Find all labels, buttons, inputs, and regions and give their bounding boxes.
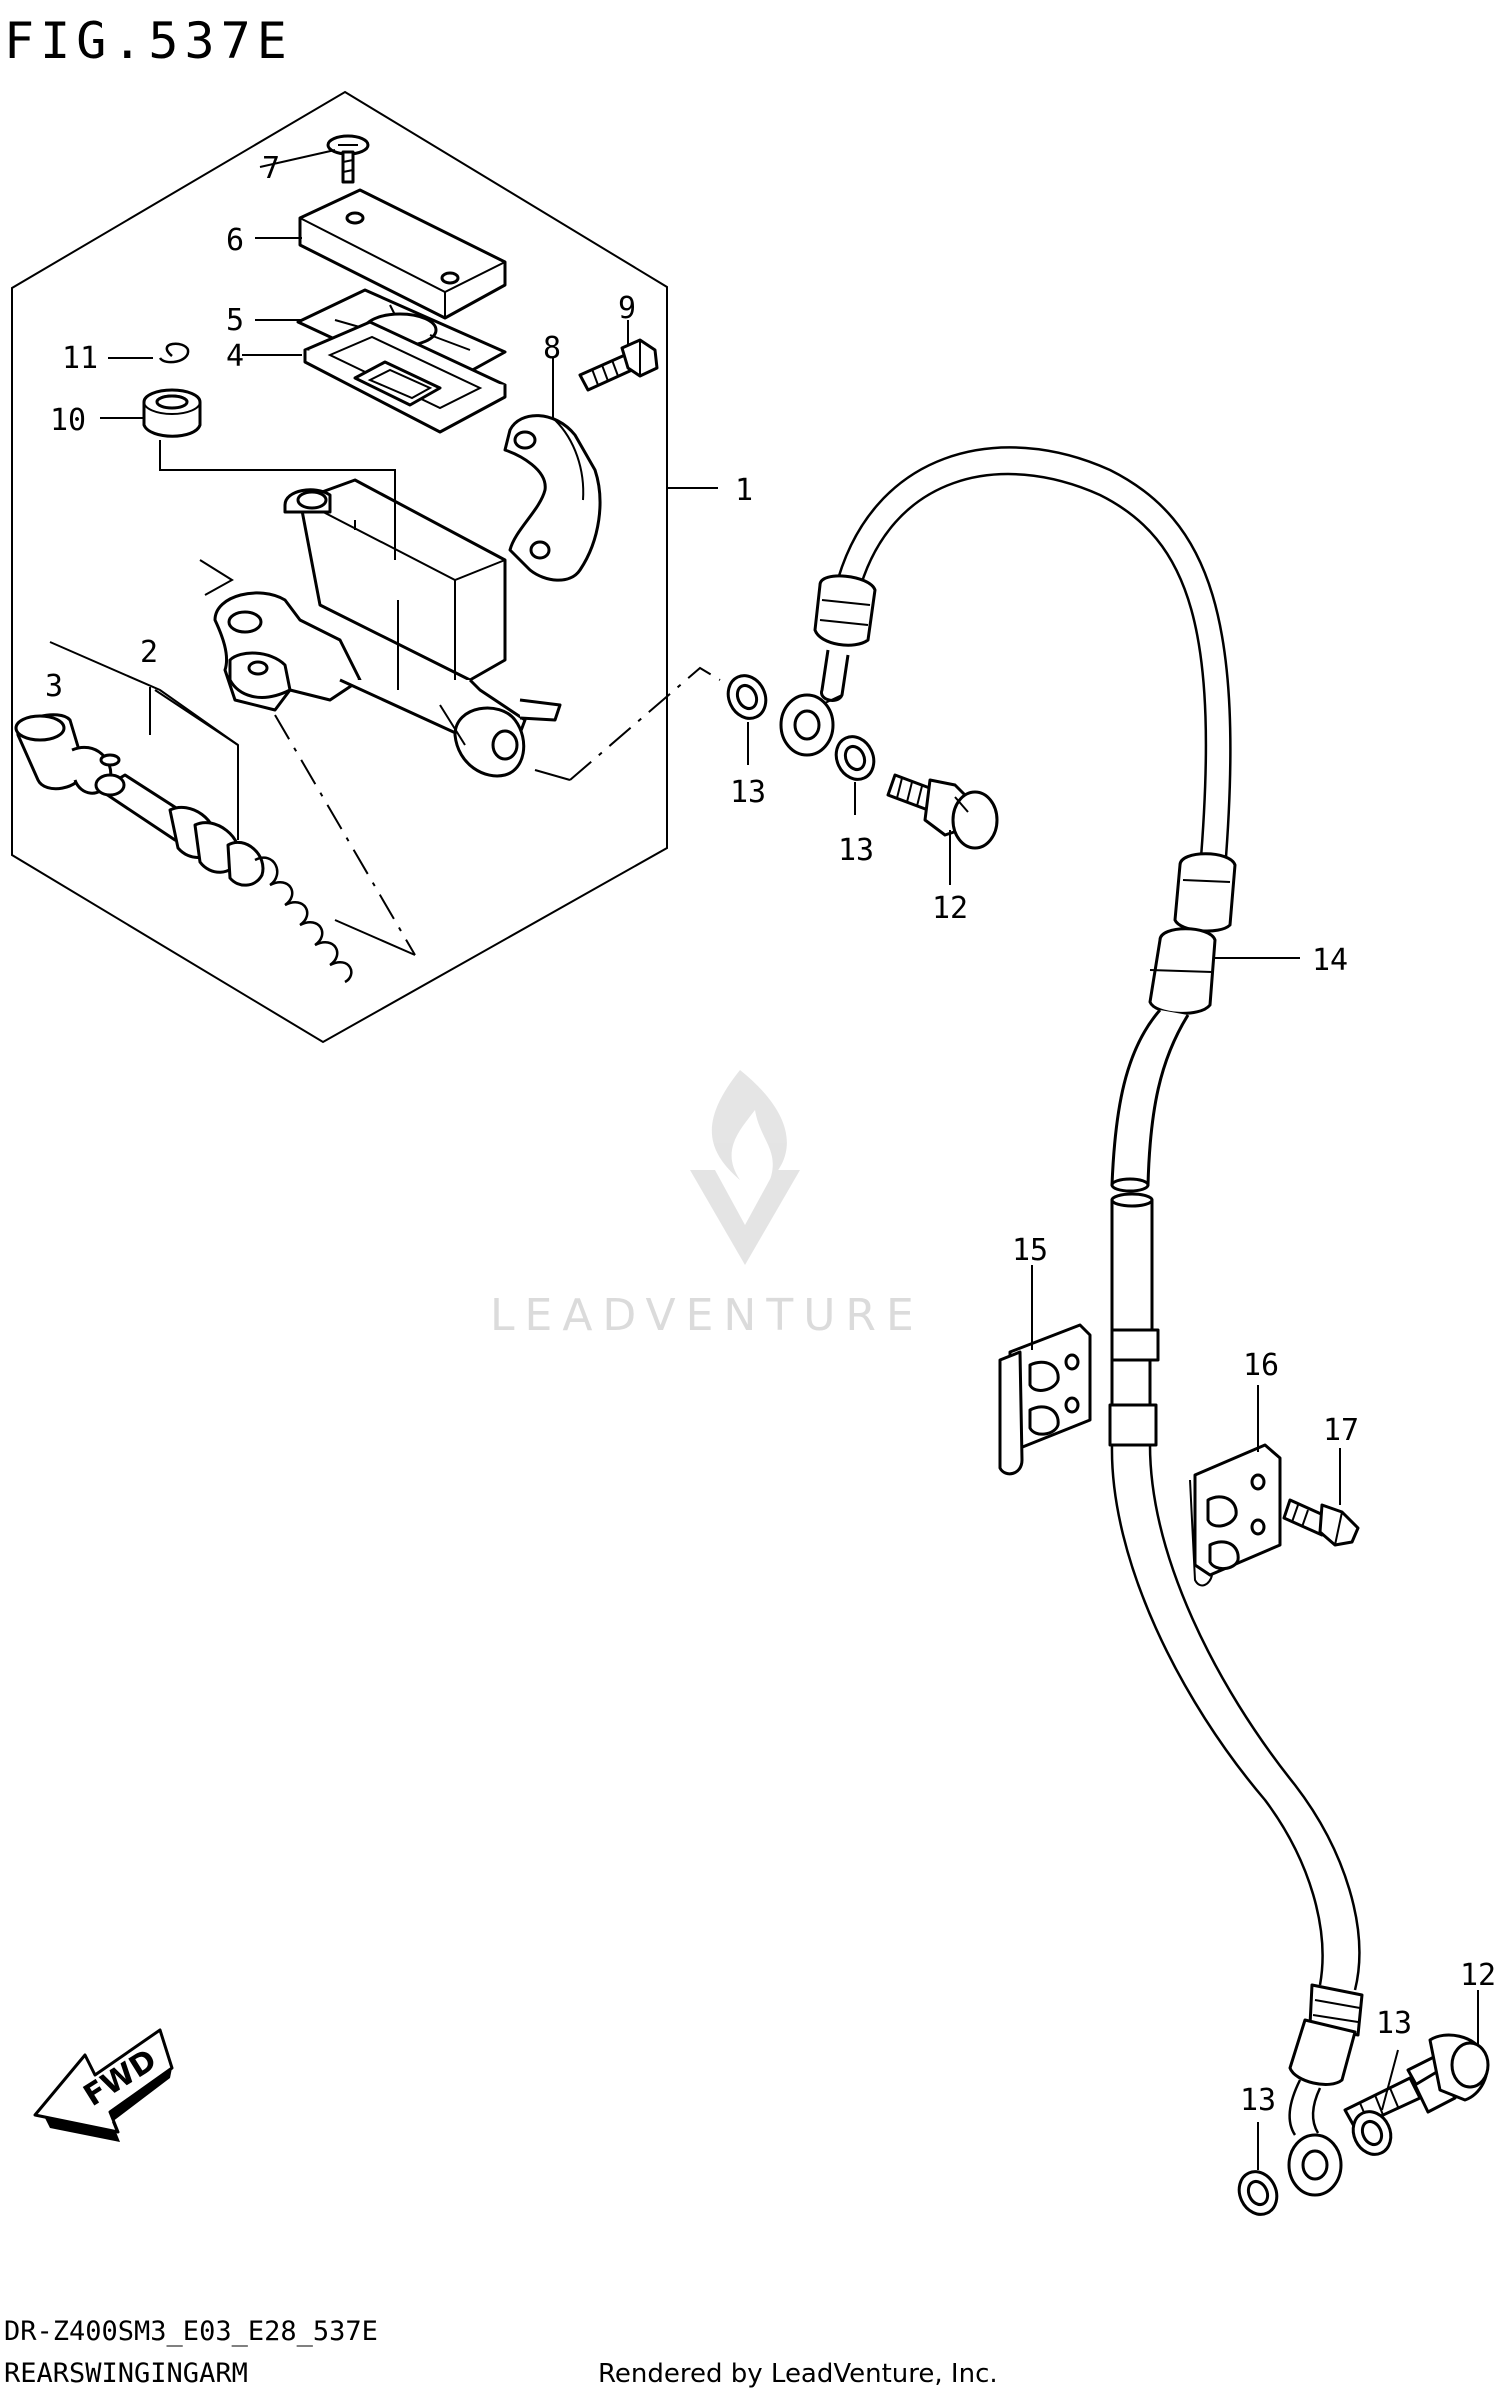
callout-9: 9 [618, 291, 636, 326]
bolt-part-9 [578, 338, 659, 392]
diaphragm-part-4 [303, 320, 507, 434]
callout-5: 5 [226, 303, 244, 338]
callout-3: 3 [45, 669, 63, 704]
section-name-footer: REARSWINGINGARM [4, 2358, 248, 2389]
leader-lines-right [747, 722, 1479, 2170]
figure-title: FIG.537E [4, 12, 293, 70]
rendered-by-credit: Rendered by LeadVenture, Inc. [598, 2359, 998, 2389]
callout-1: 1 [735, 473, 753, 508]
callout-13-upper-b: 13 [838, 833, 874, 868]
forward-direction-arrow: FWD [33, 2028, 174, 2142]
brake-hose-part-14 [779, 446, 1364, 2197]
spring-part-2 [254, 856, 353, 984]
callout-17: 17 [1323, 1413, 1359, 1448]
leader-lines-left [49, 149, 721, 956]
bracket-part-15 [998, 1323, 1092, 1476]
banjo-bolt-part-12-upper [886, 773, 999, 850]
callout-13-lower-b: 13 [1240, 2083, 1276, 2118]
callout-4: 4 [226, 339, 244, 374]
screw-part-7 [326, 134, 370, 184]
assembly-boundary [11, 90, 668, 1044]
washer-part-13-lower-a [1351, 2110, 1393, 2156]
piston-part-2 [94, 773, 265, 887]
callout-13-upper-a: 13 [730, 775, 766, 810]
callout-14: 14 [1312, 943, 1348, 978]
clamp-part-8 [503, 414, 602, 582]
callout-7: 7 [262, 151, 280, 186]
washer-part-13-upper-a [726, 674, 768, 720]
callout-8: 8 [543, 331, 561, 366]
ring-part-11 [158, 342, 190, 364]
bracket-part-16 [1189, 1443, 1282, 1587]
model-code-footer: DR-Z400SM3_E03_E28_537E [4, 2316, 378, 2347]
callout-2: 2 [140, 635, 158, 670]
washer-part-13-lower-b [1237, 2170, 1279, 2216]
callout-16: 16 [1243, 1348, 1279, 1383]
callout-labels: 1 2 3 4 5 6 7 8 9 10 11 12 12 13 13 13 1… [45, 151, 1496, 2118]
callout-13-lower-a: 13 [1376, 2006, 1412, 2041]
boot-part-10 [142, 388, 202, 438]
watermark-text: LEADVENTURE [490, 1290, 924, 1341]
callout-10: 10 [50, 403, 86, 438]
callout-12-lower: 12 [1460, 1958, 1496, 1993]
master-cylinder-body [213, 478, 562, 778]
watermark-logo: LEADVENTURE [490, 1070, 924, 1341]
washer-part-13-upper-b [834, 735, 876, 781]
reservoir-cap-part-6 [298, 188, 507, 320]
callout-11: 11 [62, 341, 98, 376]
callout-15: 15 [1012, 1233, 1048, 1268]
callout-12-upper: 12 [932, 891, 968, 926]
callout-6: 6 [226, 223, 244, 258]
bolt-part-17 [1282, 1498, 1360, 1547]
piston-boot-part-3 [14, 713, 121, 795]
